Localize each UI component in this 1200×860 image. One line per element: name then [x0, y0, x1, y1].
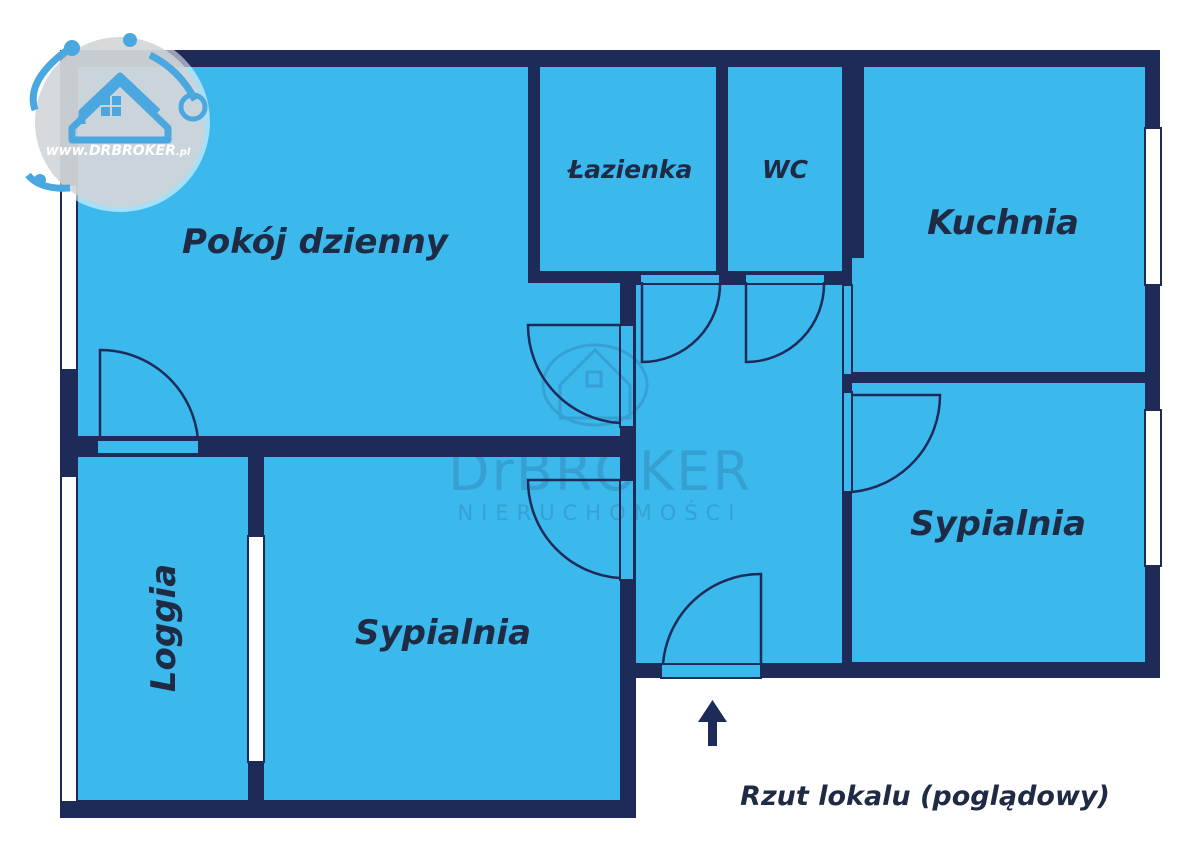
window-living [60, 184, 78, 371]
label-kitchen: Kuchnia [927, 203, 1079, 243]
room-loggia [78, 457, 248, 800]
window-loggia-outer [60, 475, 78, 803]
caption: Rzut lokalu (poglądowy) [740, 781, 1110, 812]
door-swing-loggia [98, 348, 200, 441]
room-wc [728, 67, 842, 271]
label-wc: WC [762, 155, 809, 184]
label-bedroom-left: Sypialnia [355, 613, 531, 653]
watermark-subtitle: NIERUCHOMOŚCI [458, 500, 743, 525]
door-threshold-wc [744, 273, 826, 285]
door-threshold-living [619, 324, 635, 428]
room-bedroom-right [852, 383, 1145, 662]
room-kitchen-ext [852, 258, 872, 372]
drbroker-logo: www.DRBROKER.pl [25, 32, 210, 212]
arrow-up-icon [698, 700, 727, 746]
window-bedroom-right [1144, 409, 1162, 567]
logo-url: www.DRBROKER.pl [46, 143, 191, 159]
door-swing-wc [744, 281, 826, 364]
house-network-icon [25, 45, 199, 192]
window-loggia-inner [247, 535, 265, 763]
window-kitchen [1144, 127, 1162, 286]
watermark: DrBROKER NIERUCHOMOŚCI [448, 343, 752, 525]
room-labels: Pokój dzienny Łazienka WC Kuchnia Sypial… [144, 155, 1086, 692]
door-threshold-bedroom-right [842, 391, 853, 493]
door-threshold-loggia [96, 439, 200, 455]
label-loggia: Loggia [144, 564, 184, 692]
room-hall [636, 285, 842, 663]
label-bedroom-right: Sypialnia [910, 504, 1086, 544]
door-threshold-bathroom [639, 273, 721, 285]
door-swing-bedroom-left [526, 478, 621, 580]
watermark-brand: DrBROKER [448, 440, 752, 503]
door-swing-bedroom-right [851, 393, 942, 494]
door-thresholds [96, 273, 853, 679]
door-swing-bathroom [640, 281, 722, 364]
watermark-house-icon [541, 343, 649, 427]
door-threshold-bedroom-left [619, 479, 635, 581]
label-bathroom: Łazienka [567, 155, 693, 184]
room-bedroom-left [264, 457, 620, 800]
rooms [78, 67, 1145, 800]
door-swing-entrance [661, 572, 763, 665]
door-swing-living [526, 323, 621, 425]
room-bathroom [540, 67, 716, 271]
door-swings [98, 281, 942, 665]
room-living-ext [520, 283, 620, 436]
room-kitchen [864, 67, 1145, 372]
windows [60, 127, 1162, 803]
door-threshold-entrance [660, 663, 762, 679]
door-threshold-kitchen [842, 284, 853, 376]
label-living-room: Pokój dzienny [182, 222, 450, 262]
